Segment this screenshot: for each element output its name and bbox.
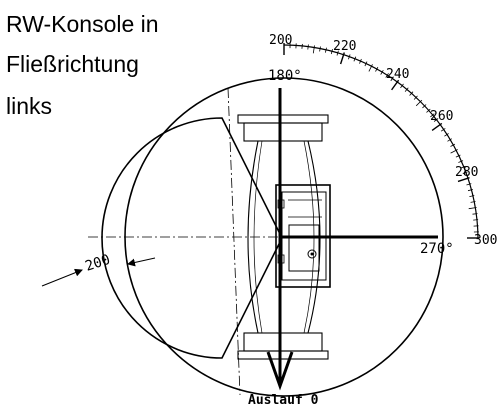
scale-tick bbox=[413, 95, 418, 100]
scale-tick bbox=[385, 73, 389, 78]
outlet-arrowhead bbox=[266, 351, 294, 391]
scale-tick bbox=[364, 61, 368, 67]
scale-tick bbox=[368, 64, 373, 72]
scale-tick bbox=[312, 45, 315, 54]
scale-tick bbox=[473, 219, 479, 221]
scale-tick bbox=[470, 201, 476, 203]
scale-tick bbox=[457, 177, 470, 183]
scale-tick bbox=[336, 50, 339, 56]
scale-tick bbox=[450, 143, 456, 147]
scale-tick bbox=[472, 213, 478, 215]
scale-tick bbox=[431, 122, 443, 131]
scale-tick bbox=[353, 56, 357, 62]
scale-tick bbox=[307, 44, 309, 50]
scale-label-220: 220 bbox=[333, 39, 356, 54]
scale-label-200: 200 bbox=[269, 33, 292, 48]
caption-line-2: Fließrichtung bbox=[6, 51, 139, 77]
scale-label-280: 280 bbox=[455, 165, 478, 180]
caption-line-3: links bbox=[6, 93, 53, 119]
inner-disc bbox=[101, 117, 283, 359]
scale-tick bbox=[375, 66, 379, 72]
scale-tick bbox=[462, 171, 468, 174]
scale-tick bbox=[458, 160, 464, 163]
degree-scale-ticks bbox=[283, 43, 479, 239]
scale-tick bbox=[450, 149, 458, 154]
caption-line-1: RW-Konsole in bbox=[6, 11, 159, 37]
boundary-centerline bbox=[227, 87, 241, 396]
scale-tick bbox=[330, 49, 333, 55]
scale-tick bbox=[415, 99, 423, 107]
scale-tick bbox=[460, 165, 466, 169]
scale-tick bbox=[467, 189, 473, 192]
scale-tick bbox=[469, 195, 475, 197]
scale-tick bbox=[359, 58, 362, 64]
scale-tick bbox=[380, 69, 384, 75]
dimension-annotation bbox=[41, 257, 156, 287]
scale-label-240: 240 bbox=[386, 67, 409, 82]
scale-tick bbox=[426, 108, 431, 113]
scale-tick bbox=[466, 183, 472, 186]
scale-tick bbox=[409, 91, 414, 96]
dimension-value: 200 bbox=[83, 252, 112, 275]
scale-tick bbox=[391, 79, 400, 91]
scale-tick bbox=[339, 52, 345, 65]
angle-label-top: 180° bbox=[268, 68, 302, 84]
scale-tick bbox=[422, 104, 427, 109]
scale-label-300: 300 bbox=[474, 233, 497, 248]
scale-tick bbox=[319, 46, 321, 52]
scale-tick bbox=[447, 138, 453, 142]
scale-tick bbox=[468, 207, 477, 210]
scale-tick bbox=[444, 133, 449, 137]
scale-tick bbox=[433, 118, 439, 122]
outlet-label: Auslauf 0 bbox=[248, 393, 319, 408]
scale-tick bbox=[440, 128, 446, 132]
angle-label-right: 270° bbox=[420, 241, 454, 257]
scale-tick bbox=[348, 54, 351, 60]
scale-tick bbox=[390, 76, 394, 82]
scale-tick bbox=[455, 154, 461, 158]
scale-label-260: 260 bbox=[430, 109, 453, 124]
scale-tick bbox=[404, 87, 409, 92]
scale-tick bbox=[325, 47, 327, 53]
scale-tick bbox=[430, 113, 435, 118]
scale-tick bbox=[400, 83, 404, 89]
scale-tick bbox=[301, 43, 303, 49]
